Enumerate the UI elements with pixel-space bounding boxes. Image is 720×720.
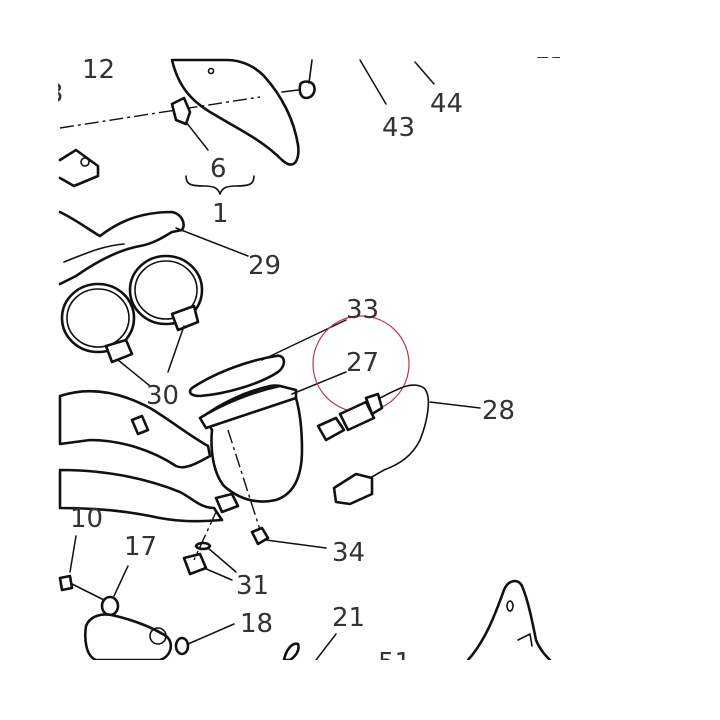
- callout-43: 43: [382, 113, 415, 143]
- callout-17: 17: [124, 532, 157, 562]
- actuator-body-part: [84, 613, 173, 662]
- o2-sensor-body: [316, 416, 346, 442]
- leader-6: [185, 121, 209, 151]
- callout-44: 44: [430, 89, 463, 119]
- bracket-51-tab: [517, 633, 533, 647]
- leader-43: [359, 59, 387, 105]
- crop-mask-left: [0, 0, 58, 720]
- leader-27: [291, 371, 347, 395]
- bolt-10-shank: [71, 583, 105, 601]
- leader-44: [414, 61, 435, 85]
- callout-6: 6: [210, 154, 227, 184]
- bolt-top-shank: [308, 59, 313, 84]
- callout-30: 30: [146, 381, 179, 411]
- callout-28: 28: [482, 396, 515, 426]
- leader-17: [113, 565, 129, 597]
- crop-mask-right: [560, 0, 720, 720]
- fairing-bracket-part: [170, 58, 300, 166]
- group-brace-1: [185, 175, 255, 195]
- callout-33: 33: [346, 295, 379, 325]
- leader-21: [315, 633, 337, 661]
- callout-12: 12: [82, 55, 115, 85]
- bolt-part-10: [58, 574, 74, 592]
- part-21-fragment: [282, 642, 300, 662]
- o2-sensor-hex: [338, 400, 376, 432]
- washer-part-17: [100, 595, 120, 617]
- callout-1: 1: [212, 199, 229, 229]
- callout-27: 27: [346, 348, 379, 378]
- callout-10: 10: [70, 504, 103, 534]
- bracket-hole: [207, 67, 215, 75]
- actuator-boss: [149, 627, 167, 645]
- leader-30b: [167, 325, 185, 373]
- bolt-top-axis: [281, 89, 299, 93]
- cap-nut-part-31: [182, 552, 208, 576]
- leader-10: [69, 535, 77, 573]
- clamp-buckle-right: [170, 304, 200, 332]
- leader-18: [187, 623, 235, 645]
- clamp-ring-left: [60, 282, 136, 354]
- callout-31: 31: [236, 571, 269, 601]
- washer-part-18: [174, 636, 190, 656]
- left-bracket-fragment: [58, 148, 100, 188]
- gasket-part-33: [188, 354, 286, 398]
- callout-29: 29: [248, 251, 281, 281]
- leader-34: [265, 539, 327, 549]
- bracket-part-51: [466, 579, 552, 662]
- callout-21: 21: [332, 603, 365, 633]
- leader-30a: [117, 359, 151, 387]
- callout-34: 34: [332, 538, 365, 568]
- heat-shield-part-29: [58, 210, 185, 286]
- clamp-ring-right-inner: [134, 260, 198, 320]
- o2-sensor-boot: [364, 392, 384, 416]
- left-bracket-hole: [80, 157, 90, 167]
- washer-part-31: [194, 541, 212, 551]
- flange-axis: [227, 429, 263, 537]
- crop-mask-bottom: [0, 660, 720, 720]
- leader-31b: [203, 567, 233, 581]
- clip-part-6: [170, 96, 192, 126]
- leader-31a: [207, 547, 237, 573]
- exhaust-pipe-lower: [58, 468, 224, 523]
- nut-part-34: [250, 526, 270, 546]
- o2-sensor-connector: [332, 472, 374, 506]
- clamp-buckle-left: [104, 338, 134, 364]
- stud-part-31: [214, 492, 240, 514]
- leader-28: [429, 401, 481, 409]
- bolt-top-part: [298, 80, 316, 100]
- bracket-51-slot: [506, 600, 514, 612]
- pipe-tab: [130, 414, 150, 436]
- clamp-ring-left-inner: [66, 288, 130, 348]
- o2-sensor-cable: [369, 384, 430, 479]
- callout-18: 18: [240, 609, 273, 639]
- stud-axis-31: [193, 511, 217, 561]
- leader-33: [261, 319, 347, 361]
- leader-29: [175, 227, 249, 257]
- clamp-ring-right: [128, 254, 204, 326]
- heat-shield-inner-edge: [63, 243, 125, 263]
- bracket-center-axis: [59, 96, 261, 129]
